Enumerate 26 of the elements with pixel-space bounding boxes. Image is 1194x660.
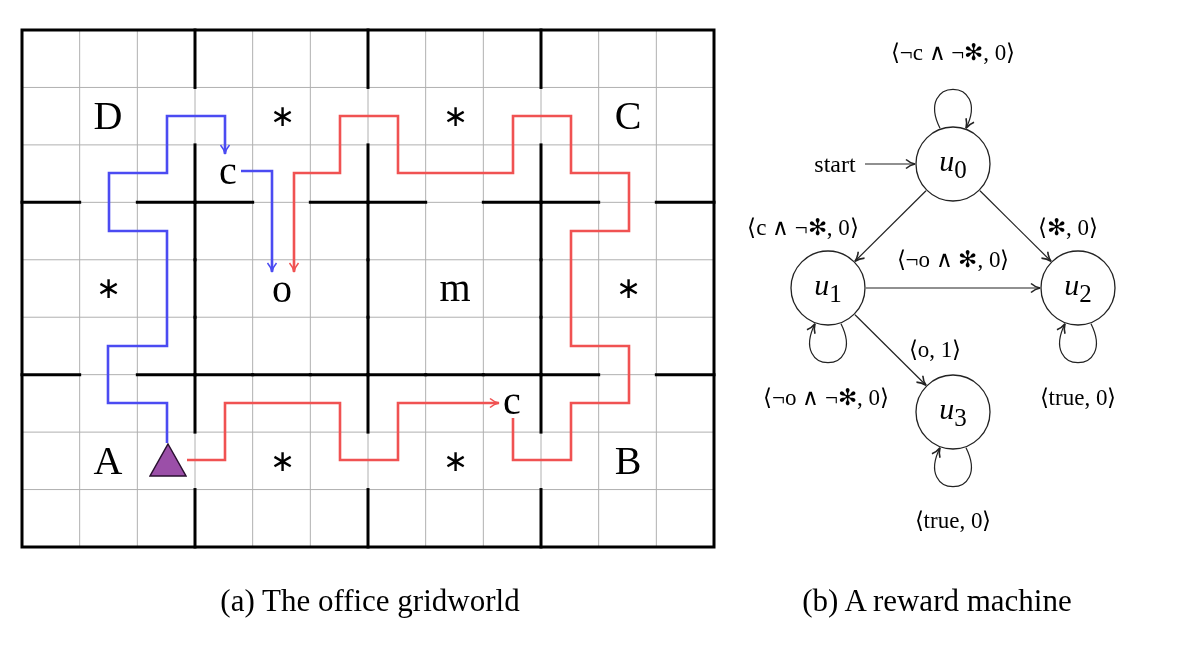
state-label: u$_{2}$ [1064, 270, 1092, 306]
state-label: u$_{1}$ [814, 270, 842, 306]
start-label: start [805, 149, 865, 179]
star-symbol: ∗ [269, 101, 295, 131]
star-symbol: ∗ [95, 273, 121, 303]
cell-letter: c [215, 154, 241, 188]
cell-letter: C [614, 96, 642, 136]
state-circle [1040, 250, 1116, 326]
state-label: u$_{0}$ [939, 146, 967, 182]
cell-letter: m [439, 268, 471, 308]
star-symbol: ∗ [615, 273, 641, 303]
star-symbol: ∗ [442, 101, 468, 131]
state-circle [915, 126, 991, 202]
star-symbol: ∗ [269, 446, 295, 476]
cell-letter: D [93, 96, 123, 136]
cell-letter: B [614, 441, 642, 481]
figure-caption: (b) A reward machine [802, 584, 1072, 616]
state-circle [790, 250, 866, 326]
star-symbol: ∗ [442, 446, 468, 476]
state-label: u$_{3}$ [939, 394, 967, 430]
figure-caption: (a) The office gridworld [220, 584, 520, 616]
state-circle [915, 374, 991, 450]
agent-triangle [149, 443, 187, 477]
cell-letter: c [499, 384, 525, 418]
cell-letter: o [268, 272, 296, 306]
cell-letter: A [93, 441, 123, 481]
